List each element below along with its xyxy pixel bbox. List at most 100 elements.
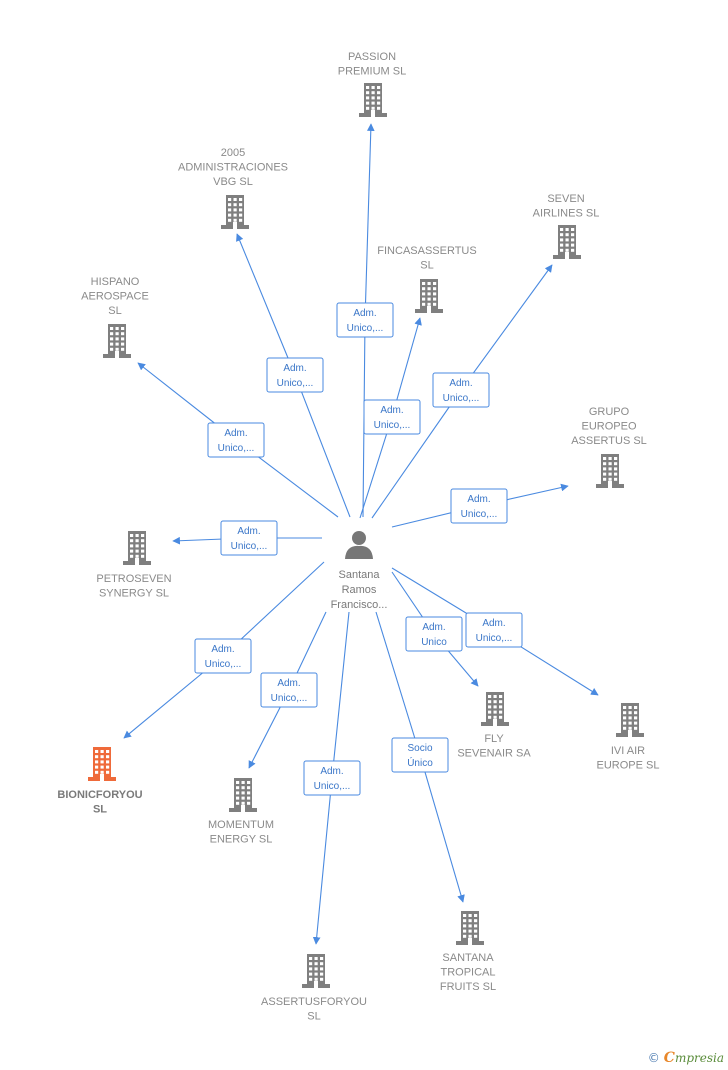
- empresia-brand[interactable]: ©Cmpresia: [648, 1050, 724, 1066]
- edge-badge-line: Adm.: [224, 428, 247, 439]
- brand-name: mpresia: [674, 1051, 724, 1065]
- company-node-seven[interactable]: SEVEN AIRLINES SL: [533, 193, 600, 259]
- edge-badge-passion[interactable]: Adm. Unico,...: [336, 302, 394, 338]
- company-name-line: PREMIUM SL: [338, 66, 406, 78]
- company-name-line: SL: [307, 1011, 320, 1023]
- company-name-line: EUROPEO: [581, 421, 636, 433]
- company-name-line: HISPANO: [91, 276, 140, 288]
- company-name-line: SEVEN: [547, 193, 584, 205]
- edge-badge-line: Socio: [407, 743, 432, 754]
- edge-badge-grupo[interactable]: Adm.Unico,...: [450, 488, 508, 524]
- company-name-line: ADMINISTRACIONES: [178, 162, 288, 174]
- company-name-line: AIRLINES SL: [533, 208, 600, 220]
- edge-badge-line: Unico,...: [443, 393, 480, 404]
- building-icon: [481, 692, 509, 726]
- company-name-line: MOMENTUM: [208, 819, 274, 831]
- edge-badge-line: Unico,...: [218, 443, 255, 454]
- building-icon: [88, 747, 116, 781]
- building-icon: [596, 454, 624, 488]
- edge-badge-admin2005[interactable]: Adm. Unico,...: [266, 357, 324, 393]
- edge-badge-bionic[interactable]: Adm. Unico,...: [194, 638, 252, 674]
- edge-badge-momentum[interactable]: Adm. Unico,...: [260, 672, 318, 708]
- edge-badge-assertusforyou[interactable]: Adm. Unico,...: [303, 760, 361, 796]
- edge-badge-fly[interactable]: Adm. Unico: [405, 616, 463, 652]
- person-icon: [345, 531, 373, 559]
- edge-badge-line: Adm.: [237, 526, 260, 537]
- edge-badge-seven[interactable]: Adm. Unico,...: [432, 372, 490, 408]
- building-icon: [553, 225, 581, 259]
- badges-layer: Adm. Unico,... Adm. Unico,... Adm. Unico,... A…: [194, 302, 523, 796]
- company-name-line: PETROSEVEN: [96, 573, 171, 585]
- company-node-passion[interactable]: PASSION PREMIUM SL: [338, 51, 406, 117]
- company-name-line: BIONICFORYOU: [57, 789, 142, 801]
- edge-badge-line: Adm.: [283, 363, 306, 374]
- company-node-fly[interactable]: FLY SEVENAIR SA: [457, 692, 531, 760]
- edge-badge-line: Único: [407, 756, 433, 769]
- edge-badge-fincas[interactable]: Adm. Unico,...: [363, 399, 421, 435]
- edge-badge-iviair[interactable]: Adm. Unico,...: [465, 612, 523, 648]
- company-name-line: SL: [108, 305, 121, 317]
- edge-badge-line: Unico,...: [314, 781, 351, 792]
- edge-badge-hispano[interactable]: Adm. Unico,...: [207, 422, 265, 458]
- company-node-hispano[interactable]: HISPANO AEROSPACE SL: [81, 276, 149, 358]
- edge-badge-line: Unico,...: [476, 633, 513, 644]
- building-icon: [302, 954, 330, 988]
- building-icon: [221, 195, 249, 229]
- building-icon: [456, 911, 484, 945]
- company-name-line: ASSERTUSFORYOU: [261, 996, 367, 1008]
- company-node-fincas[interactable]: FINCASASSERTUS SL: [377, 245, 477, 313]
- edge-badge-line: Unico,...: [461, 509, 498, 520]
- edge-badge-line: Adm.: [211, 644, 234, 655]
- edge-badge-line: Adm.: [277, 678, 300, 689]
- company-name-line: GRUPO: [589, 406, 630, 418]
- company-node-tropical[interactable]: SANTANA TROPICAL FRUITS SL: [440, 911, 496, 993]
- center-person[interactable]: SantanaRamosFrancisco...: [331, 531, 388, 611]
- edge-badge-line: Adm.: [380, 405, 403, 416]
- company-name-line: PASSION: [348, 51, 396, 63]
- copyright-icon: ©: [647, 1051, 660, 1065]
- building-icon: [229, 778, 257, 812]
- company-name-line: FINCASASSERTUS: [377, 245, 476, 257]
- company-node-assertusforyou[interactable]: ASSERTUSFORYOU SL: [261, 954, 367, 1023]
- edge-badge-line: Adm.: [449, 378, 472, 389]
- edge-badge-line: Adm.: [482, 618, 505, 629]
- company-name-line: IVI AIR: [611, 745, 645, 757]
- company-name-line: ENERGY SL: [210, 834, 273, 846]
- edge-badge-line: Unico,...: [231, 541, 268, 552]
- edge-badge-line: Unico,...: [277, 378, 314, 389]
- company-name-line: SEVENAIR SA: [457, 748, 531, 760]
- person-name-line: Francisco...: [331, 599, 388, 611]
- building-icon: [359, 83, 387, 117]
- nodes-layer: PASSION PREMIUM SL 2005ADMINISTRACIONESVBG…: [57, 51, 659, 1023]
- edge-badge-line: Unico,...: [271, 693, 308, 704]
- edge-badge-line: Unico: [421, 637, 447, 648]
- building-icon: [103, 324, 131, 358]
- company-name-line: SL: [420, 260, 433, 272]
- building-icon: [616, 703, 644, 737]
- company-name-line: SL: [93, 804, 107, 816]
- company-node-momentum[interactable]: MOMENTUM ENERGY SL: [208, 778, 274, 846]
- edge-badge-line: Adm.: [422, 622, 445, 633]
- company-name-line: TROPICAL: [440, 967, 495, 979]
- edge-badge-line: Unico,...: [347, 323, 384, 334]
- person-name-line: Ramos: [342, 584, 377, 596]
- edge-badge-line: Adm.: [320, 766, 343, 777]
- edge-badge-line: Unico,...: [205, 659, 242, 670]
- person-name-line: Santana: [339, 569, 381, 581]
- edge-badge-line: Adm.: [353, 308, 376, 319]
- company-name-line: FRUITS SL: [440, 981, 496, 993]
- company-name-line: FLY: [484, 733, 504, 745]
- company-name-line: AEROSPACE: [81, 291, 149, 303]
- edge-badge-line: Unico,...: [374, 420, 411, 431]
- brand-initial: C: [663, 1050, 675, 1066]
- company-node-bionic[interactable]: BIONICFORYOU SL: [57, 747, 143, 816]
- building-icon: [123, 531, 151, 565]
- edge-badge-petroseven[interactable]: Adm. Unico,...: [220, 520, 278, 556]
- company-name-line: SANTANA: [442, 952, 494, 964]
